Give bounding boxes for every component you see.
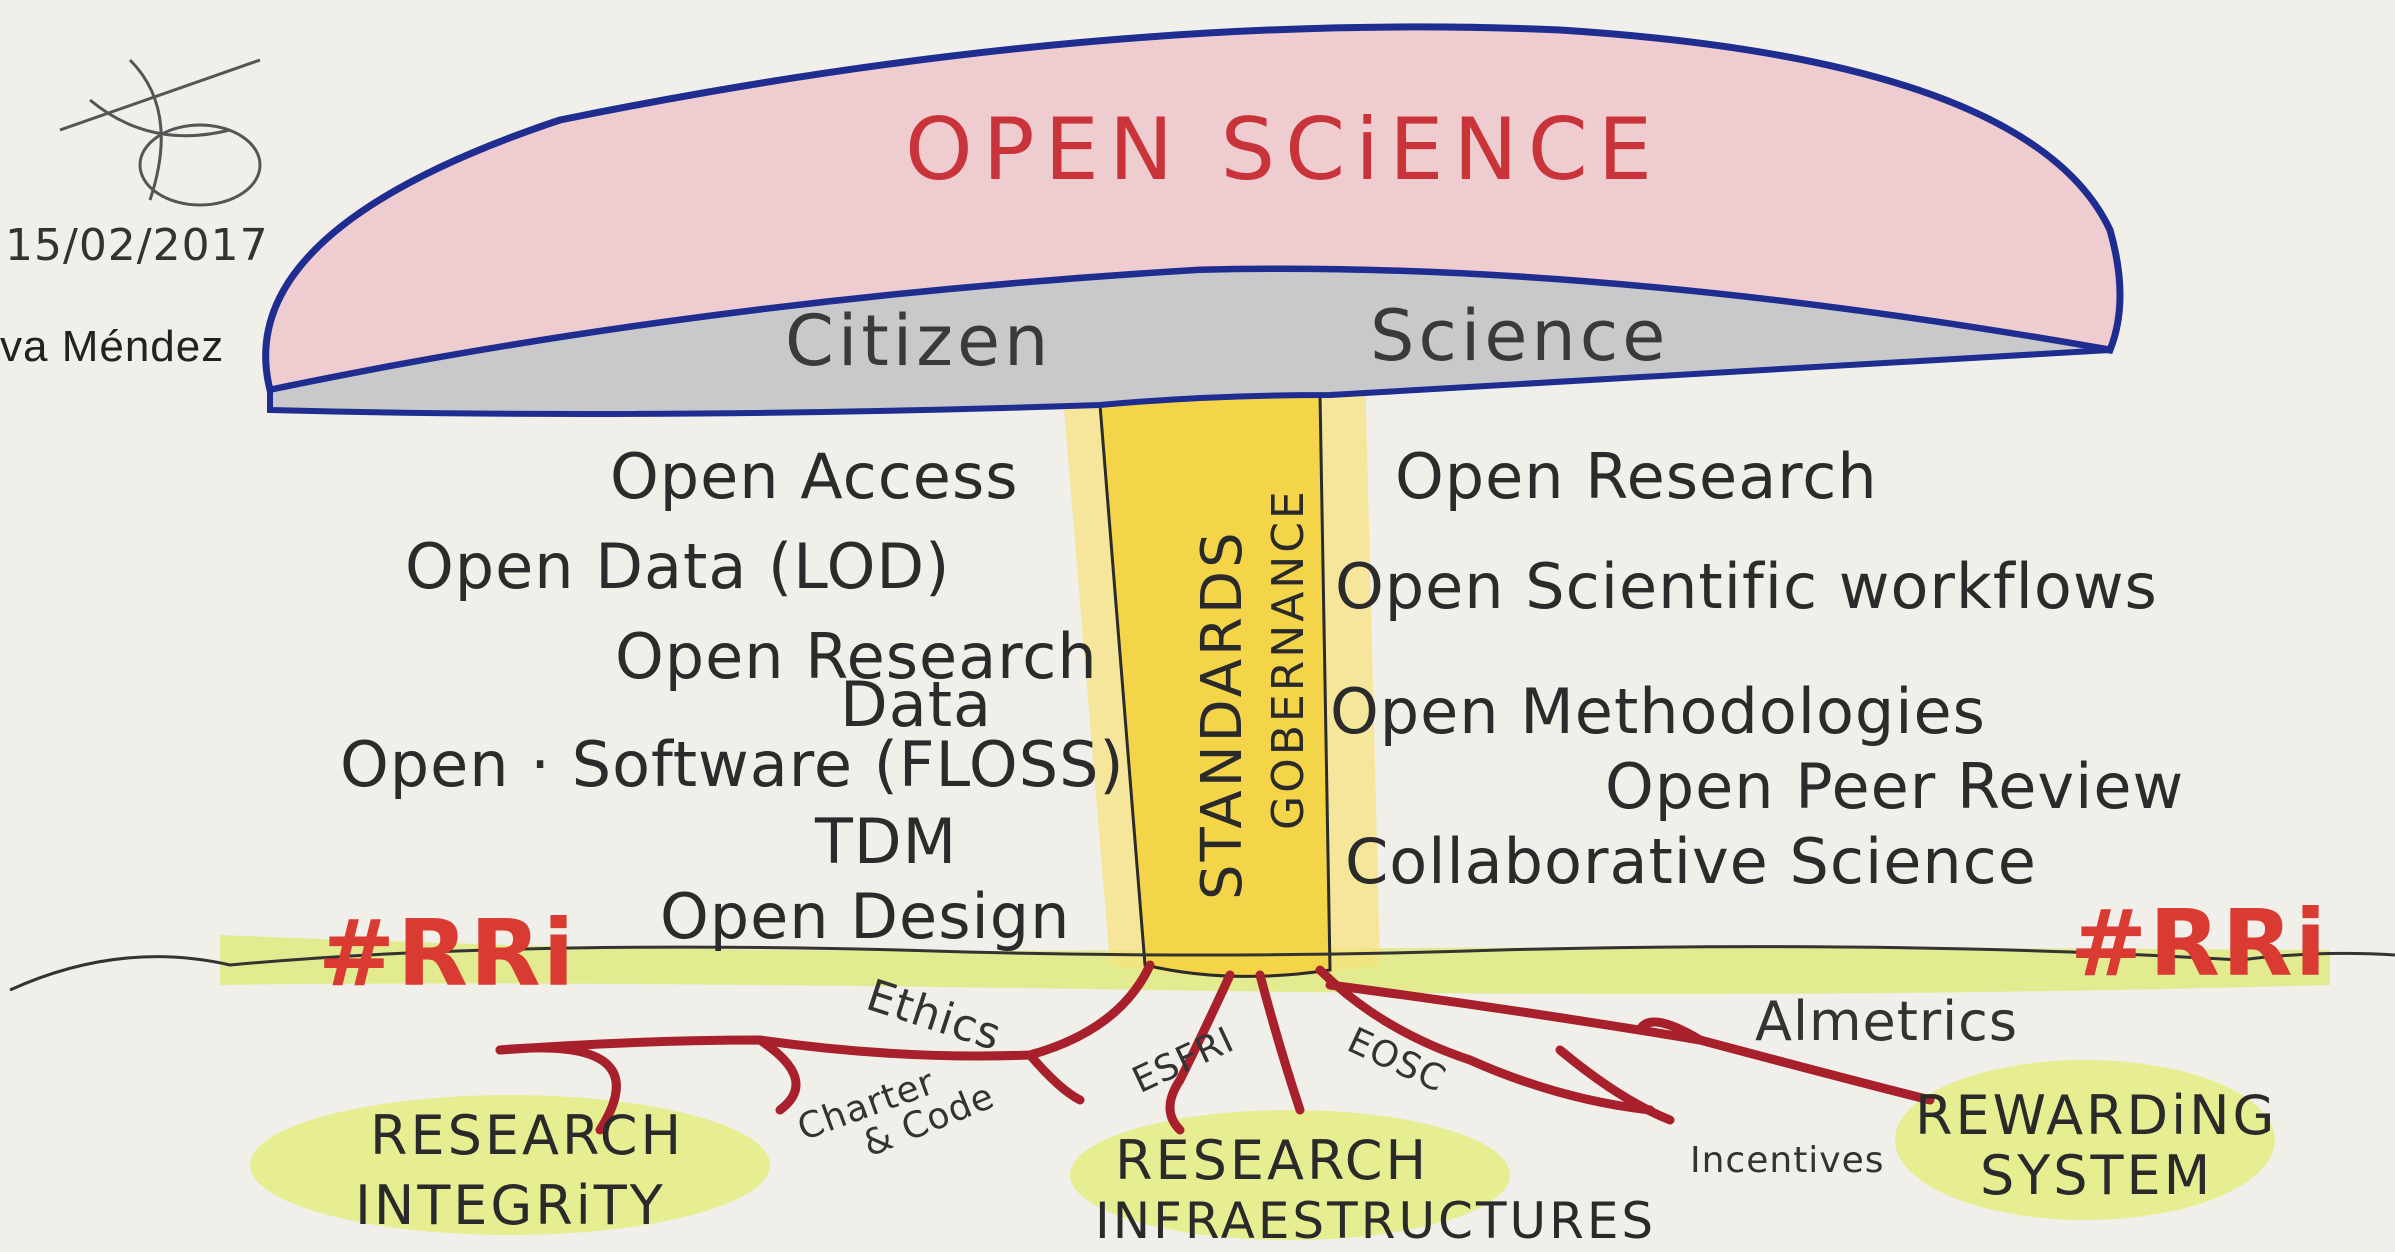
root-altmetrics: Almetrics (1755, 990, 2018, 1053)
right-item-open-methodologies: Open Methodologies (1330, 675, 1986, 748)
right-item-collaborative-science: Collaborative Science (1345, 825, 2037, 898)
right-item-open-research: Open Research (1395, 440, 1878, 513)
category-research-integrity-line1: RESEARCH (370, 1104, 685, 1167)
left-item-open-software: Open · Software (FLOSS) (340, 728, 1125, 801)
stem-governance: GOBERNANCE (1263, 488, 1314, 830)
left-item-data: Data (840, 668, 993, 741)
left-item-open-data: Open Data (LOD) (405, 530, 951, 603)
cap-title: OPEN SCiENCE (905, 100, 1663, 200)
cap-right-label: Science (1370, 295, 1670, 377)
signature-date: 15/02/2017 (5, 220, 269, 271)
category-rewarding-system-line2: SYSTEM (1980, 1144, 2214, 1207)
ground-line (9, 945, 2395, 992)
rri-left: #RRi (318, 900, 577, 1007)
category-research-infra-line1: RESEARCH (1115, 1129, 1430, 1192)
left-item-open-research: Open Research (615, 620, 1098, 693)
rri-right: #RRi (2070, 890, 2329, 997)
signature-scribble (59, 58, 262, 207)
roots (495, 960, 1935, 1135)
halo-research-integrity (250, 1095, 770, 1235)
category-research-infra-line2: INFRAESTRUCTURES (1095, 1192, 1657, 1250)
cap-left-label: Citizen (785, 300, 1053, 382)
category-research-integrity-line2: INTEGRiTY (355, 1174, 666, 1237)
left-item-open-access: Open Access (610, 440, 1019, 513)
category-rewarding-system-line1: REWARDiNG (1915, 1084, 2278, 1147)
right-item-open-peer-review: Open Peer Review (1605, 750, 2185, 823)
halo-research-infra (1070, 1110, 1510, 1240)
halo-rewarding-system (1895, 1060, 2275, 1220)
left-item-tdm: TDM (815, 805, 958, 878)
root-incentives: Incentives (1690, 1140, 1885, 1181)
cap-underside (267, 266, 2111, 417)
stem-standards: STANDARDS (1190, 529, 1255, 900)
left-item-open-design: Open Design (660, 880, 1071, 953)
right-item-open-workflows: Open Scientific workflows (1335, 550, 2158, 623)
author-name: va Méndez (0, 322, 225, 371)
